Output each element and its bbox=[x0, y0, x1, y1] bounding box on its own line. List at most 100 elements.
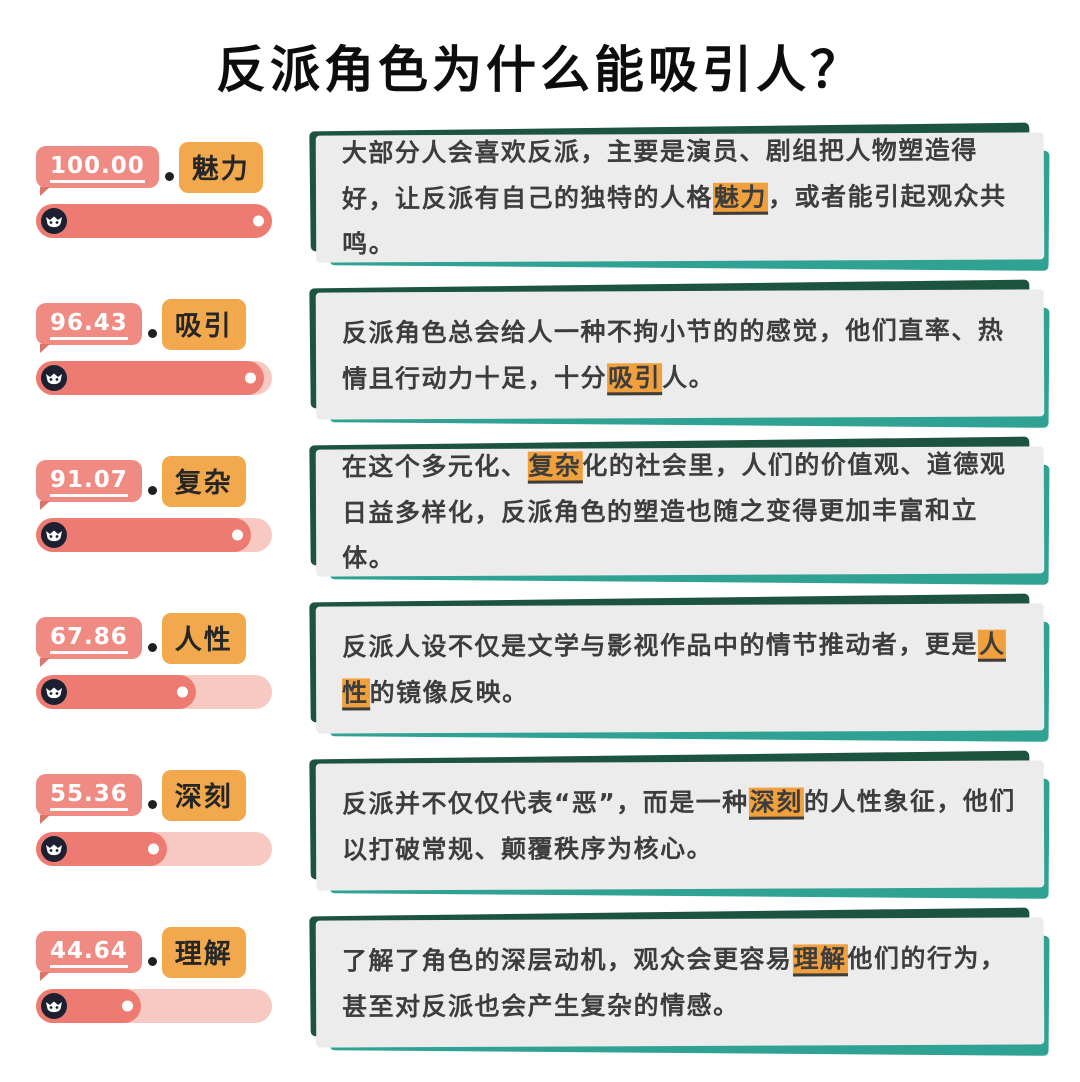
highlighted-keyword: 魅力 bbox=[712, 182, 769, 215]
villain-face-icon bbox=[41, 836, 67, 862]
text-segment: 了解了角色的深层动机，观众会更容易 bbox=[341, 944, 793, 976]
highlighted-keyword: 理解 bbox=[792, 944, 848, 977]
progress-endpoint-dot bbox=[122, 1000, 134, 1012]
description-text: 在这个多元化、复杂化的社会里，人们的价值观、道德观日益多样化，反派角色的塑造也随… bbox=[342, 442, 1019, 581]
connector-dot-icon bbox=[147, 956, 157, 966]
description-box: 了解了角色的深层动机，观众会更容易理解他们的行为，甚至对反派也会产生复杂的情感。 bbox=[309, 907, 1050, 1056]
description-text: 反派角色总会给人一种不拘小节的的感觉，他们直率、热情且行动力十足，十分吸引人。 bbox=[342, 308, 1018, 402]
text-segment: 的镜像反映。 bbox=[369, 677, 529, 707]
score-panel: 100.00 魅力 bbox=[36, 134, 288, 261]
progress-track bbox=[36, 361, 272, 395]
keyword-tag: 魅力 bbox=[178, 141, 263, 193]
highlighted-keyword: 吸引 bbox=[607, 362, 663, 395]
score-value: 91.07 bbox=[50, 467, 128, 497]
score-panel: 96.43 吸引 bbox=[36, 291, 288, 418]
keyword-tag: 复杂 bbox=[161, 455, 246, 507]
ribbon-fold-icon bbox=[40, 187, 50, 196]
badge-line: 100.00 魅力 bbox=[36, 141, 288, 196]
badge-line: 44.64 理解 bbox=[36, 926, 288, 981]
keyword-tag-label: 理解 bbox=[174, 938, 233, 970]
ribbon-fold-icon bbox=[40, 501, 50, 510]
ribbon-fold-icon bbox=[40, 344, 50, 353]
keyword-tag-label: 深刻 bbox=[174, 781, 233, 813]
connector-dot-icon bbox=[147, 485, 157, 495]
box-main: 反派角色总会给人一种不拘小节的的感觉，他们直率、热情且行动力十足，十分吸引人。 bbox=[315, 289, 1045, 420]
progress-endpoint-dot bbox=[147, 843, 159, 855]
progress-track bbox=[36, 204, 272, 238]
score-row: 55.36 深刻 bbox=[36, 750, 1050, 899]
score-badge: 44.64 bbox=[36, 931, 142, 981]
keyword-tag: 吸引 bbox=[161, 298, 246, 350]
description-box: 在这个多元化、复杂化的社会里，人们的价值观、道德观日益多样化，反派角色的塑造也随… bbox=[309, 436, 1050, 585]
villain-face-icon bbox=[41, 365, 67, 391]
progress-track bbox=[36, 518, 272, 552]
ribbon-fold-icon bbox=[40, 658, 50, 667]
keyword-tag-label: 人性 bbox=[174, 624, 233, 656]
progress-endpoint-dot bbox=[177, 686, 189, 698]
score-badge: 100.00 bbox=[36, 146, 159, 196]
rows-container: 100.00 魅力 bbox=[0, 122, 1080, 1056]
score-panel: 91.07 复杂 bbox=[36, 448, 288, 575]
badge-line: 91.07 复杂 bbox=[36, 455, 288, 510]
description-box: 大部分人会喜欢反派，主要是演员、剧组把人物塑造得好，让反派有自己的独特的人格魅力… bbox=[309, 122, 1050, 271]
score-row: 67.86 人性 bbox=[36, 593, 1050, 742]
description-box: 反派角色总会给人一种不拘小节的的感觉，他们直率、热情且行动力十足，十分吸引人。 bbox=[309, 279, 1050, 428]
text-segment: 人。 bbox=[662, 362, 716, 392]
keyword-tag: 人性 bbox=[161, 612, 246, 664]
score-value: 55.36 bbox=[50, 781, 128, 811]
score-panel: 55.36 深刻 bbox=[36, 762, 288, 889]
progress-fill bbox=[36, 518, 251, 552]
highlighted-keyword: 复杂 bbox=[527, 451, 583, 484]
box-main: 了解了角色的深层动机，观众会更容易理解他们的行为，甚至对反派也会产生复杂的情感。 bbox=[315, 917, 1045, 1048]
progress-track bbox=[36, 832, 272, 866]
score-badge: 91.07 bbox=[36, 460, 142, 510]
score-row: 96.43 吸引 bbox=[36, 279, 1050, 428]
progress-endpoint-dot bbox=[244, 372, 256, 384]
score-badge: 55.36 bbox=[36, 774, 142, 824]
connector-dot-icon bbox=[164, 171, 174, 181]
description-text: 反派并不仅仅代表“恶”，而是一种深刻的人性象征，他们以打破常规、颠覆秩序为核心。 bbox=[342, 779, 1018, 873]
villain-face-icon bbox=[41, 208, 67, 234]
highlighted-keyword: 深刻 bbox=[748, 787, 804, 820]
description-text: 大部分人会喜欢反派，主要是演员、剧组把人物塑造得好，让反派有自己的独特的人格魅力… bbox=[342, 128, 1019, 267]
connector-dot-icon bbox=[147, 328, 157, 338]
badge-line: 96.43 吸引 bbox=[36, 298, 288, 353]
description-text: 了解了角色的深层动机，观众会更容易理解他们的行为，甚至对反派也会产生复杂的情感。 bbox=[342, 936, 1018, 1030]
score-badge: 67.86 bbox=[36, 617, 142, 667]
text-segment: 反派人设不仅是文学与影视作品中的情节推动者，更是 bbox=[341, 629, 978, 662]
progress-track bbox=[36, 989, 272, 1023]
description-text: 反派人设不仅是文学与影视作品中的情节推动者，更是人性的镜像反映。 bbox=[342, 622, 1018, 716]
score-panel: 67.86 人性 bbox=[36, 605, 288, 732]
text-segment: 反派并不仅仅代表“恶”，而是一种 bbox=[341, 787, 749, 819]
score-row: 100.00 魅力 bbox=[36, 122, 1050, 271]
progress-track bbox=[36, 675, 272, 709]
score-value: 100.00 bbox=[50, 153, 145, 183]
score-value: 67.86 bbox=[50, 624, 128, 654]
box-main: 反派并不仅仅代表“恶”，而是一种深刻的人性象征，他们以打破常规、颠覆秩序为核心。 bbox=[315, 760, 1045, 891]
score-badge: 96.43 bbox=[36, 303, 142, 353]
progress-fill bbox=[36, 361, 264, 395]
ribbon-fold-icon bbox=[40, 972, 50, 981]
badge-line: 67.86 人性 bbox=[36, 612, 288, 667]
badge-line: 55.36 深刻 bbox=[36, 769, 288, 824]
box-main: 在这个多元化、复杂化的社会里，人们的价值观、道德观日益多样化，反派角色的塑造也随… bbox=[315, 446, 1045, 577]
connector-dot-icon bbox=[147, 642, 157, 652]
score-panel: 44.64 理解 bbox=[36, 919, 288, 1046]
box-main: 反派人设不仅是文学与影视作品中的情节推动者，更是人性的镜像反映。 bbox=[315, 603, 1045, 734]
box-main: 大部分人会喜欢反派，主要是演员、剧组把人物塑造得好，让反派有自己的独特的人格魅力… bbox=[315, 132, 1045, 263]
description-box: 反派并不仅仅代表“恶”，而是一种深刻的人性象征，他们以打破常规、颠覆秩序为核心。 bbox=[309, 750, 1050, 899]
keyword-tag-label: 吸引 bbox=[174, 310, 233, 342]
keyword-tag: 理解 bbox=[161, 926, 246, 978]
ribbon-fold-icon bbox=[40, 815, 50, 824]
progress-endpoint-dot bbox=[231, 529, 243, 541]
villain-face-icon bbox=[41, 679, 67, 705]
villain-face-icon bbox=[41, 993, 67, 1019]
score-row: 91.07 复杂 bbox=[36, 436, 1050, 585]
progress-fill bbox=[36, 204, 272, 238]
text-segment: 在这个多元化、 bbox=[341, 451, 528, 482]
progress-endpoint-dot bbox=[253, 215, 264, 227]
keyword-tag-label: 复杂 bbox=[174, 467, 233, 499]
score-row: 44.64 理解 bbox=[36, 907, 1050, 1056]
score-value: 96.43 bbox=[50, 310, 128, 340]
